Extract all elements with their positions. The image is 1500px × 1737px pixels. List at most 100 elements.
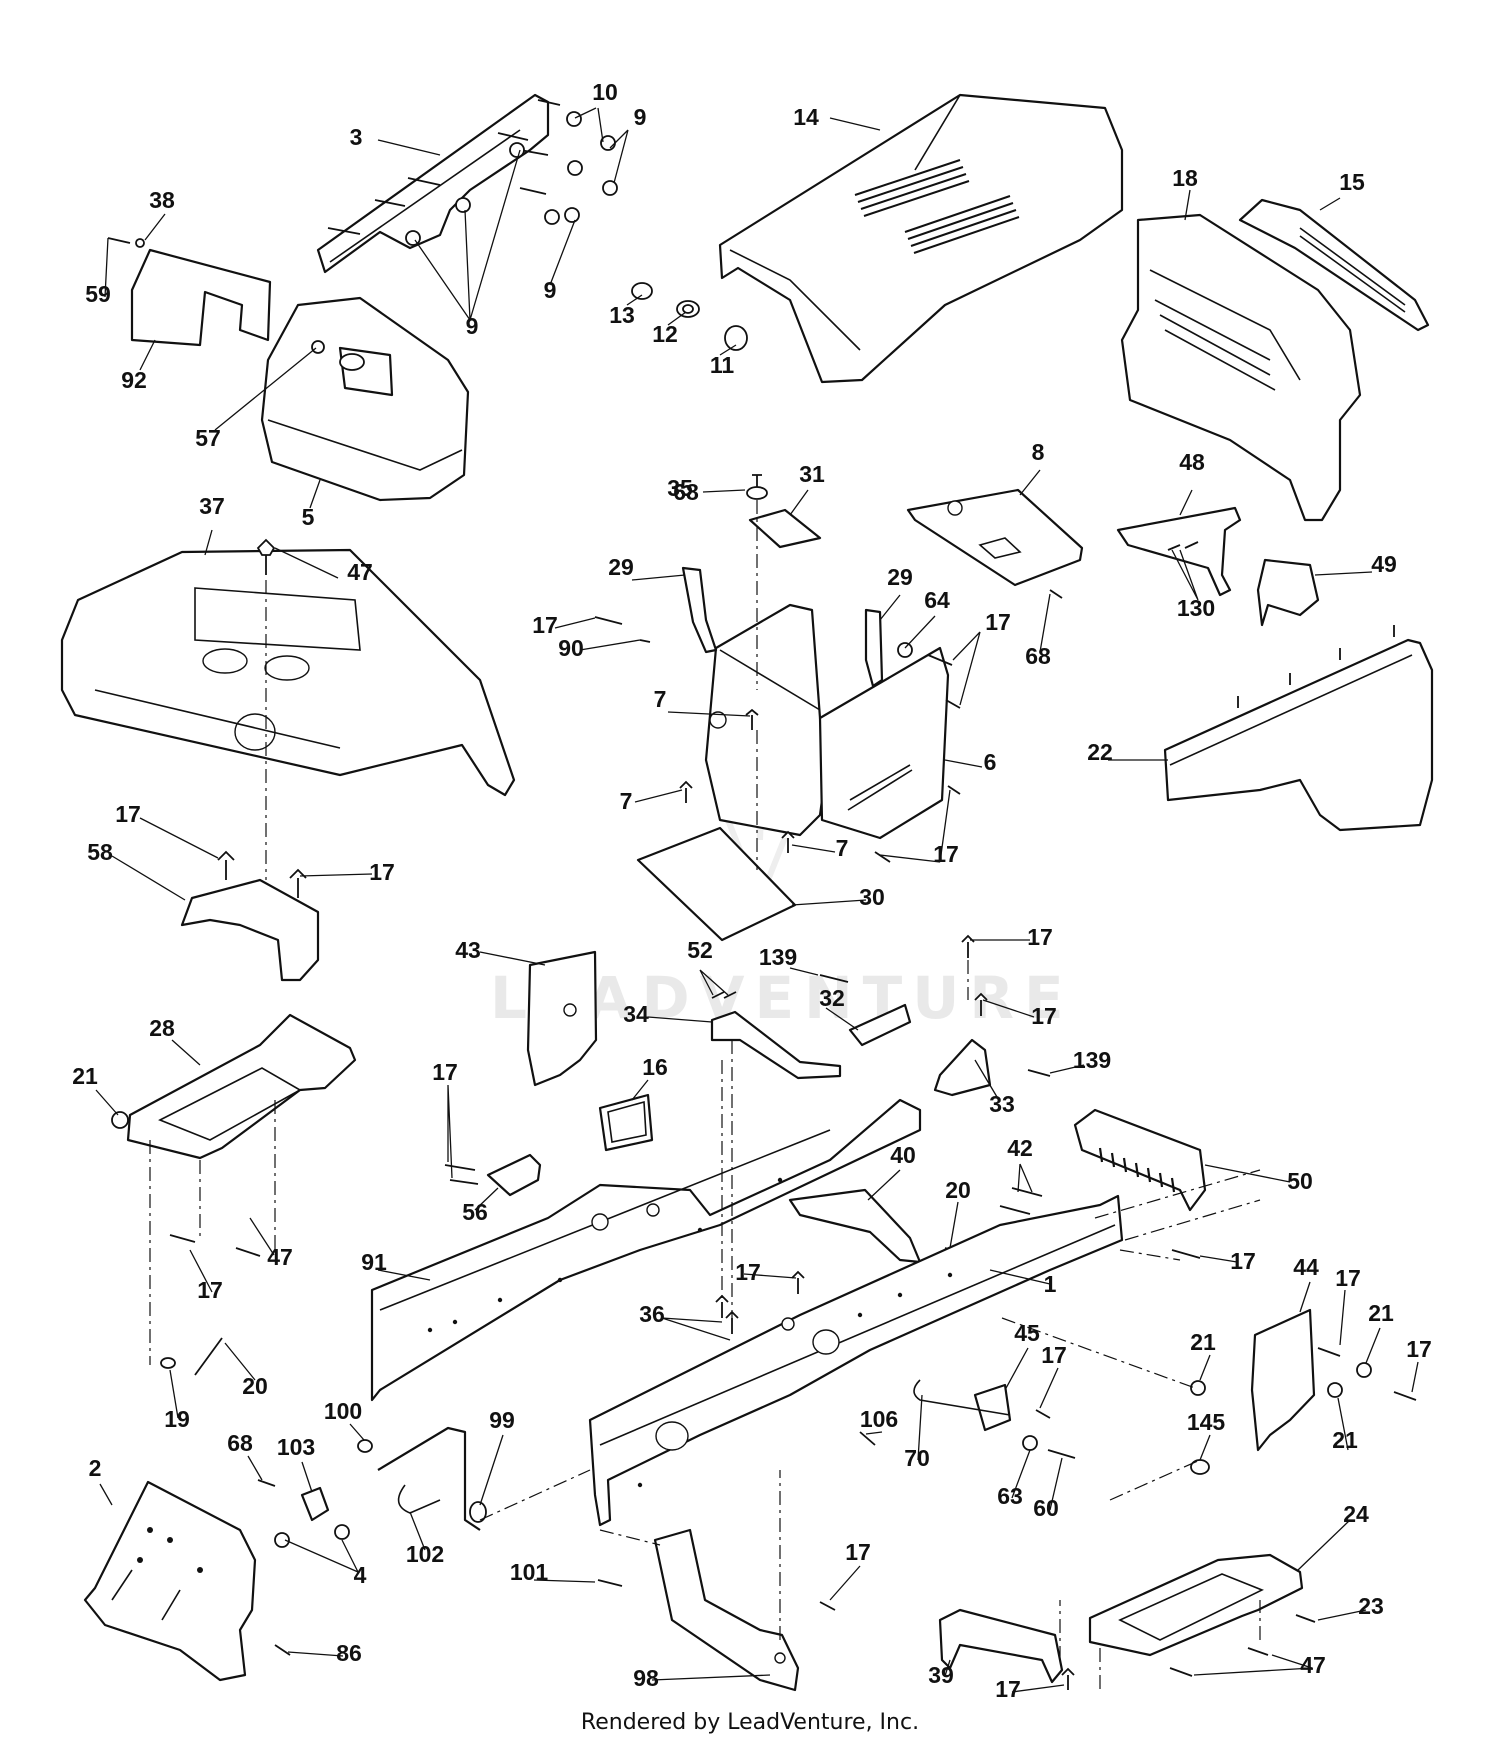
callout-c-17c: 17 [115,801,141,827]
callout-c-12: 12 [652,321,678,347]
callout-c-91: 91 [361,1249,387,1275]
callout-c-33: 33 [989,1091,1015,1117]
callout-c-17e: 17 [933,841,959,867]
callout-c-23: 23 [1358,1593,1384,1619]
callout-c-37: 37 [199,493,225,519]
hitch-pin-assembly [913,1379,1076,1459]
callout-c-17h: 17 [432,1059,458,1085]
hood-bumpers-and-washer [631,282,748,351]
callout-c-60: 60 [1033,1495,1059,1521]
callout-c-39: 39 [928,1662,954,1688]
callout-c-9b: 9 [544,277,557,303]
callout-c-17p: 17 [995,1676,1021,1702]
brake-bracket-part [819,974,912,1047]
footrest-left-part [111,1013,357,1160]
base-plate-hardware [257,1479,350,1656]
callout-c-9a: 9 [634,104,647,130]
callout-c-15: 15 [1339,169,1365,195]
callout-c-70: 70 [904,1445,930,1471]
callout-c-139a: 139 [759,944,797,970]
fender-bracket-part [180,850,320,982]
callout-c-68b: 68 [1025,643,1051,669]
callout-c-130: 130 [1177,595,1215,621]
tank-cover-part [260,296,470,502]
pivot-bracket-part [710,991,842,1080]
dash-bottom-plate-part [636,826,797,942]
callout-c-13: 13 [609,302,635,328]
callout-c-21d: 21 [1332,1427,1358,1453]
callout-c-29a: 29 [608,554,634,580]
lever-assembly [357,1426,487,1531]
fender-part [60,548,516,797]
callout-c-7a: 7 [654,686,667,712]
hitch-plate-part [1073,1108,1207,1212]
callout-c-21a: 21 [72,1063,98,1089]
callout-c-5: 5 [302,504,315,530]
center-bracket-part [788,1188,959,1264]
footrest-bolt-and-washer [160,1234,261,1376]
callout-c-100: 100 [324,1398,362,1424]
callout-c-42: 42 [1007,1135,1033,1161]
callout-c-4: 4 [354,1562,367,1588]
grille-bracket-part [1116,506,1242,597]
callout-c-63: 63 [997,1483,1023,1509]
frame-bracket-left-part [526,950,598,1087]
callout-c-17n: 17 [1406,1336,1432,1362]
callout-c-103: 103 [277,1434,315,1460]
callout-c-35: 35 [667,475,693,501]
callout-c-36: 36 [639,1301,665,1327]
callout-c-59: 59 [85,281,111,307]
callout-c-9c: 9 [466,313,479,339]
callout-c-47c: 47 [1300,1652,1326,1678]
base-plate-part [83,1480,257,1682]
callout-c-8: 8 [1032,439,1045,465]
callout-c-19: 19 [164,1406,190,1432]
callout-c-99: 99 [489,1407,515,1433]
callout-c-20a: 20 [945,1177,971,1203]
callout-c-68a: 68 [673,479,699,505]
dash-tower-part [704,603,950,840]
render-credit: Rendered by LeadVenture, Inc. [580,1710,920,1735]
callout-c-17k: 17 [1335,1265,1361,1291]
callout-c-30: 30 [859,884,885,910]
frame-bolt [859,1431,876,1446]
callout-c-17m: 17 [1041,1342,1067,1368]
callout-c-56: 56 [462,1199,488,1225]
callout-c-98: 98 [633,1665,659,1691]
callout-c-3: 3 [350,124,363,150]
callout-c-47a: 47 [347,559,373,585]
callout-c-2: 2 [89,1455,102,1481]
callout-c-92: 92 [121,367,147,393]
lower-bracket-part [597,1528,836,1692]
frame-rail-left-part [370,1098,922,1402]
callout-c-14: 14 [793,104,819,130]
callout-c-38: 38 [149,187,175,213]
fender-bolt [256,538,276,575]
callout-c-17g: 17 [1031,1003,1057,1029]
assembly-guides [149,500,1261,1690]
hood-part [718,93,1124,384]
callout-c-24: 24 [1343,1501,1369,1527]
grille-mount-bracket-part [1256,558,1320,627]
side-skirt-part [1163,625,1434,832]
callout-c-57: 57 [195,425,221,451]
callout-c-58: 58 [87,839,113,865]
mounting-plate-part [107,237,272,347]
callout-c-29b: 29 [887,564,913,590]
rear-lower-bracket-part [938,1608,1075,1690]
callout-c-21b: 21 [1190,1329,1216,1355]
callout-c-1: 1 [1044,1271,1057,1297]
grille-part [1238,198,1430,332]
dash-screws [594,616,961,863]
callout-c-18: 18 [1172,165,1198,191]
dash-side-brackets [681,566,953,688]
grille-housing-part [1120,213,1362,522]
frame-side-bracket-part [444,1153,542,1197]
callout-c-102: 102 [406,1541,444,1567]
footrest-right-part [1088,1553,1316,1677]
top-plate-part [746,474,822,549]
leader-lines [95,107,1419,1693]
callout-c-17l: 17 [197,1277,223,1303]
